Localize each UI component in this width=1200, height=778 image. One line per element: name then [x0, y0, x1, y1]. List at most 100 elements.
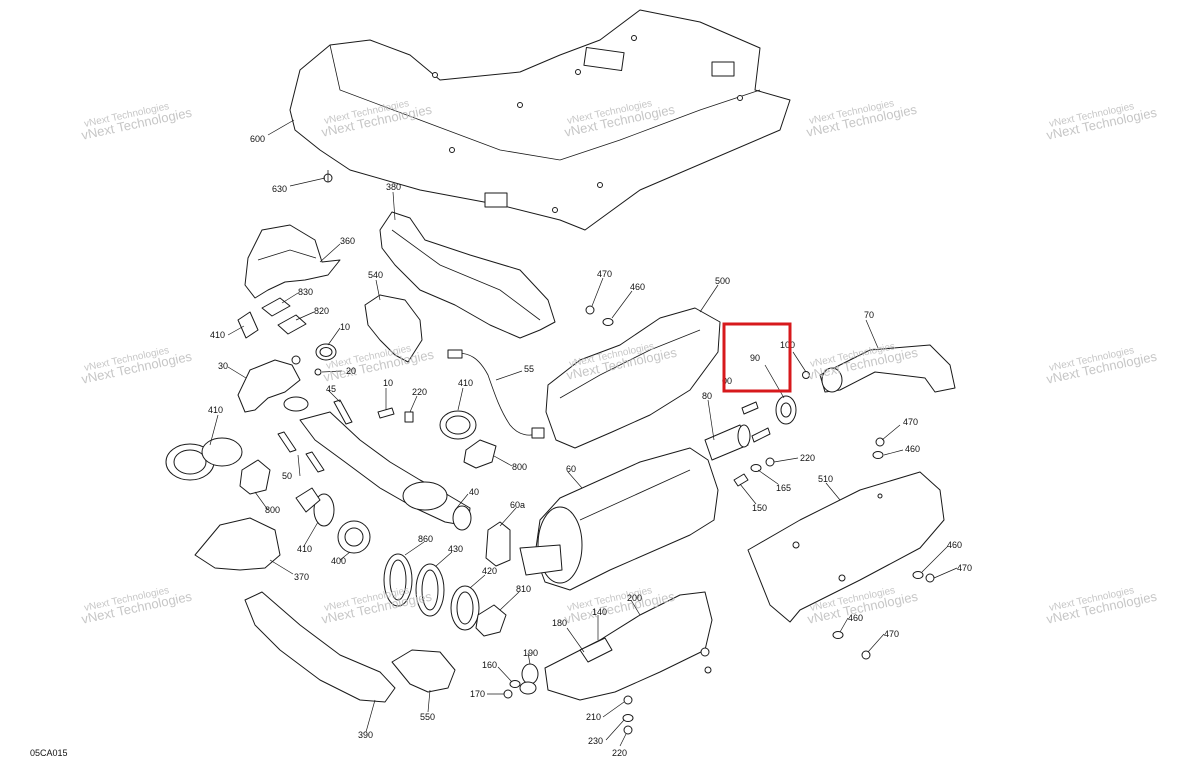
watermark: vNext Technologies vNext Technologies — [80, 345, 194, 387]
clamp-420 — [450, 585, 480, 631]
clamp-400 — [337, 520, 371, 554]
bolt-470-top — [585, 305, 595, 315]
gasket-10-upper — [315, 343, 337, 361]
callout-10-upper: 10 — [340, 322, 350, 332]
washer-230 — [622, 714, 634, 722]
callout-200: 200 — [627, 593, 642, 603]
callout-230: 230 — [588, 736, 603, 746]
callout-400: 400 — [331, 556, 346, 566]
washer-460-right — [872, 451, 884, 459]
bracket-200 — [544, 591, 713, 701]
callout-410-top: 410 — [210, 330, 225, 340]
clamp-860 — [383, 553, 413, 607]
callout-220-left: 220 — [412, 387, 427, 397]
callout-430: 430 — [448, 544, 463, 554]
callout-380: 380 — [386, 182, 401, 192]
grommet-190 — [519, 663, 539, 695]
callout-80: 80 — [702, 391, 712, 401]
pipe-40 — [299, 411, 472, 531]
callout-820: 820 — [314, 306, 329, 316]
callout-60a: 60a — [510, 500, 525, 510]
callout-165: 165 — [776, 483, 791, 493]
clamp-410-left — [165, 437, 243, 481]
washer-10-lower — [377, 407, 395, 419]
clamp-800-low — [295, 487, 321, 513]
callout-90: 90 — [750, 353, 760, 363]
heat-shield-380 — [379, 211, 556, 339]
washer-460-bottom — [832, 631, 844, 639]
washer-460-top — [602, 318, 614, 326]
watermark: vNext Technologies vNext Technologies — [1045, 101, 1159, 143]
callout-100-right: 100 — [780, 340, 795, 350]
spring-45 — [333, 399, 353, 425]
clamp-810 — [475, 604, 507, 637]
callout-410-left: 410 — [208, 405, 223, 415]
nut-220-bottom — [623, 725, 633, 735]
callout-40: 40 — [469, 487, 479, 497]
washer-460-lower-right — [912, 571, 924, 579]
callout-600: 600 — [250, 134, 265, 144]
heat-shield-390 — [244, 591, 396, 703]
tailpipe-80 — [704, 424, 751, 461]
callout-630: 630 — [272, 184, 287, 194]
callout-390: 390 — [358, 730, 373, 740]
watermark: vNext Technologies vNext Technologies — [1045, 585, 1159, 627]
callout-470-bottom: 470 — [884, 629, 899, 639]
callout-800-right: 800 — [512, 462, 527, 472]
callout-10-lower: 10 — [383, 378, 393, 388]
callout-370: 370 — [294, 572, 309, 582]
callout-800-left: 800 — [265, 505, 280, 515]
bolt-210 — [623, 695, 633, 705]
studs-100 — [741, 401, 771, 443]
heat-shield-600 — [289, 9, 791, 231]
callout-70: 70 — [864, 310, 874, 320]
bracket-60a — [485, 521, 511, 567]
clamp-800-right — [463, 439, 497, 469]
clamp-410-low — [313, 493, 335, 527]
bolt-470-bottom — [861, 650, 871, 660]
callout-510: 510 — [818, 474, 833, 484]
bolt-470-lower-right — [925, 573, 935, 583]
callout-170: 170 — [470, 689, 485, 699]
fastener-220-left — [404, 411, 414, 423]
callout-220-bottom: 220 — [612, 748, 627, 758]
clamp-410-top — [237, 311, 259, 339]
callout-470-top: 470 — [597, 269, 612, 279]
heat-shield-360 — [244, 224, 341, 299]
callout-45: 45 — [326, 384, 336, 394]
callout-540: 540 — [368, 270, 383, 280]
callout-210: 210 — [586, 712, 601, 722]
callout-550: 550 — [420, 712, 435, 722]
callout-140: 140 — [592, 607, 607, 617]
clamp-410-mid — [439, 410, 477, 440]
callout-830: 830 — [298, 287, 313, 297]
clamp-800-left — [239, 459, 271, 495]
callout-100-left: 00 — [722, 376, 732, 386]
figure-code: 05CA015 — [30, 748, 68, 758]
callout-470-right: 470 — [903, 417, 918, 427]
callout-470-lower-right: 470 — [957, 563, 972, 573]
exhaust-manifold-30 — [237, 355, 322, 413]
callout-810: 810 — [516, 584, 531, 594]
heat-shield-510 — [747, 471, 945, 623]
heat-shield-370 — [194, 517, 281, 571]
outlet-pipe-70 — [802, 344, 956, 393]
callout-150: 150 — [752, 503, 767, 513]
callout-220-right: 220 — [800, 453, 815, 463]
heat-shield-500 — [545, 307, 721, 449]
callout-labels: 600 630 380 360 540 830 820 410 10 30 20… — [208, 134, 972, 758]
clamp-430 — [415, 563, 445, 617]
watermark: vNext Technologies vNext Technologies — [80, 101, 194, 143]
highlight-box — [722, 322, 792, 393]
callout-460-bottom: 460 — [848, 613, 863, 623]
spring-50 — [277, 431, 325, 473]
callout-55: 55 — [524, 364, 534, 374]
washer-165 — [750, 464, 762, 472]
muffler-60 — [519, 447, 719, 591]
callout-860: 860 — [418, 534, 433, 544]
oxygen-sensor-55 — [447, 349, 545, 439]
callout-30: 30 — [218, 361, 228, 371]
callout-500: 500 — [715, 276, 730, 286]
